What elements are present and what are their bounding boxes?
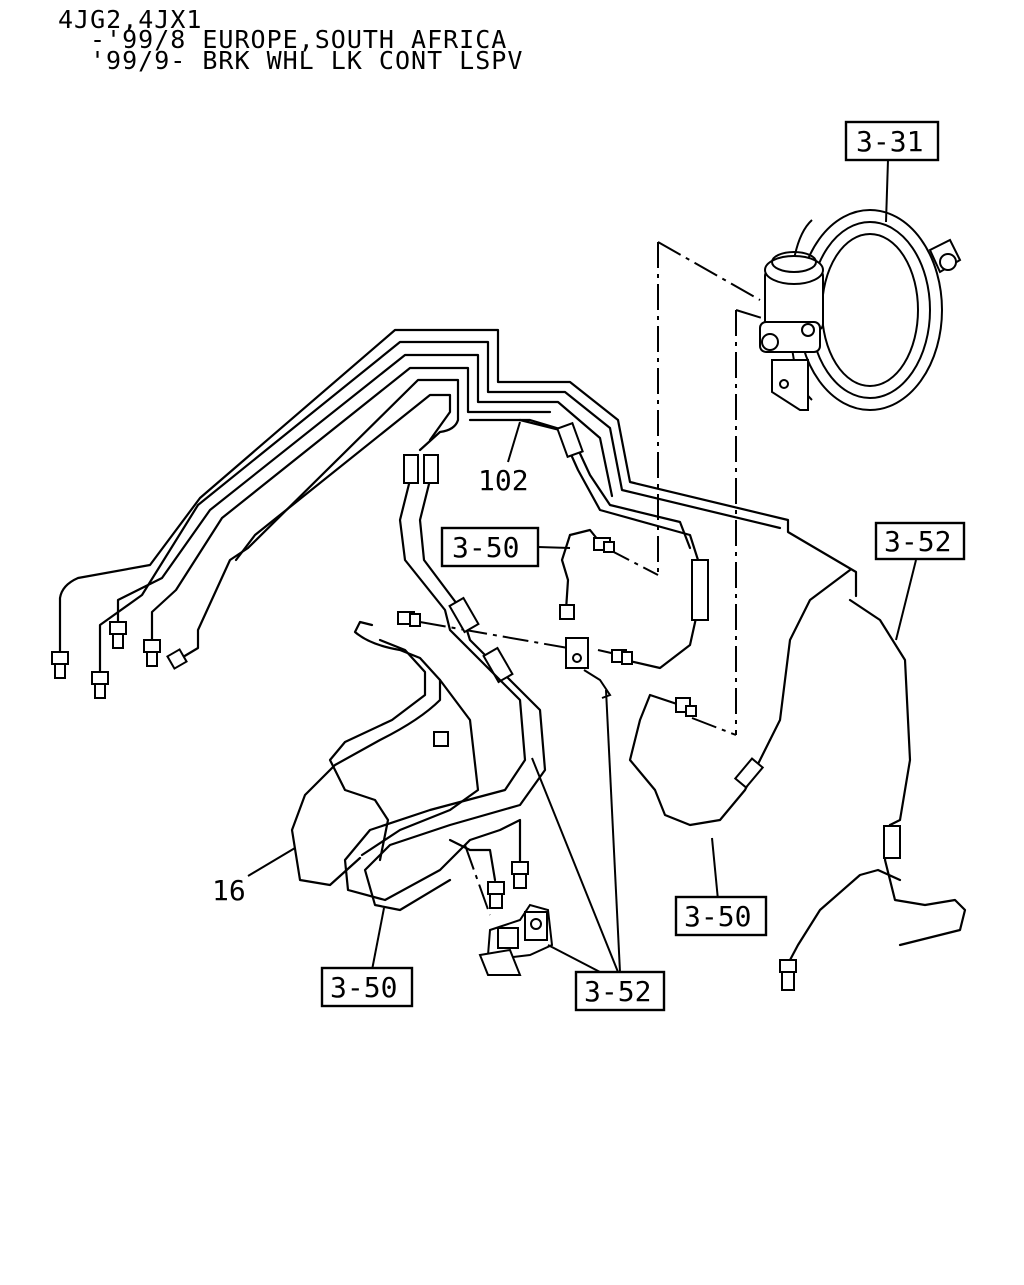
hose-sleeve [423,454,439,484]
ref-box-label: 3-31 [856,125,923,158]
ref-box-bottom-center[interactable]: 3-52 [574,970,666,1012]
brake-pipe-bundle [58,328,858,682]
brake-booster-assembly [759,159,962,411]
ref-box-booster[interactable]: 3-31 [844,120,940,162]
ref-box-label: 3-52 [884,525,951,558]
ref-box-label: 3-50 [452,531,519,564]
ref-box-label: 3-50 [684,900,751,933]
ref-box-right-lower[interactable]: 3-50 [674,895,768,937]
ref-box-center-left[interactable]: 3-50 [440,526,571,568]
ref-box-label: 3-50 [330,971,397,1004]
lower-valve-block [464,844,554,976]
hose-sleeve [403,454,419,484]
ref-box-label: 3-52 [584,975,651,1008]
header-date-line-2: '99/9- BRK WHL LK CONT LSPV [90,46,523,75]
ref-box-right-upper[interactable]: 3-52 [874,521,966,561]
lower-pipe-coils [343,648,547,912]
header-date-line-1: -'99/8 EUROPE,SOUTH AFRICA [90,25,507,54]
callout-part-102: 102 [478,464,529,497]
pipe-loop-16 [290,611,449,887]
header-model-line: 4JG2,4JX1 [58,5,202,34]
callout-part-16: 16 [212,874,246,907]
pipe-end-fittings [51,621,188,699]
ref-box-bottom-left[interactable]: 3-50 [320,966,414,1008]
guide-line-booster [657,241,761,301]
right-pipes [628,568,967,991]
lspv-center-pipes [559,528,633,699]
